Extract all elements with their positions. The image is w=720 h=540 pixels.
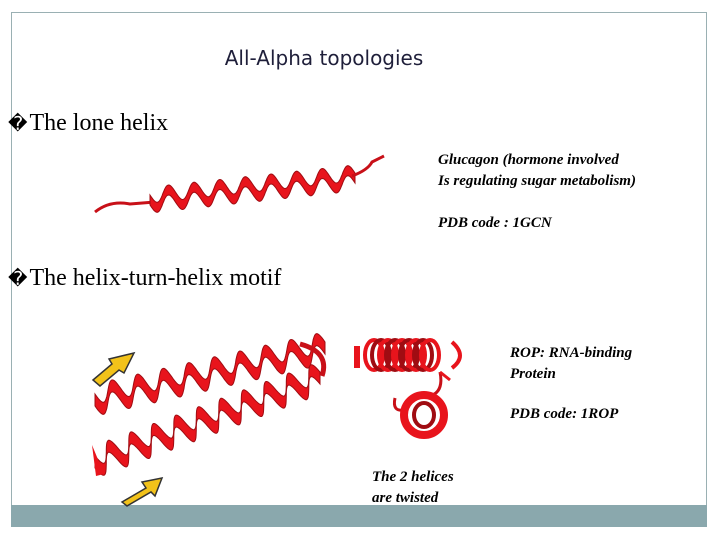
arrow-upper-icon xyxy=(91,351,136,387)
bullet-glyph: � xyxy=(8,113,28,135)
glucagon-pdb-code: PDB code : 1GCN xyxy=(438,215,552,231)
rop-helix-ring xyxy=(405,338,427,372)
rop-helix-ring xyxy=(412,338,434,372)
rop-helix-ring xyxy=(419,338,441,372)
rop-structure-image xyxy=(354,338,462,439)
rop-helix-ring xyxy=(377,338,399,372)
rop-helix-ring xyxy=(370,338,392,372)
rop-line-1: ROP: RNA-binding xyxy=(510,345,633,361)
arrow-lower-icon xyxy=(120,476,164,507)
bullet-lone-helix: �The lone helix xyxy=(8,110,168,137)
bullet-text: The helix-turn-helix motif xyxy=(29,265,282,291)
glucagon-line-2: Is regulating sugar metabolism) xyxy=(438,173,636,189)
rop-helix-ring xyxy=(398,338,420,372)
bullet-glyph: � xyxy=(8,268,28,290)
rop-helix-ring xyxy=(384,338,406,372)
twist-line-1: The 2 helices xyxy=(372,469,454,485)
twist-line-2: are twisted xyxy=(372,490,439,506)
glucagon-line-1: Glucagon (hormone involved xyxy=(438,152,619,168)
bullet-helix-turn-helix: �The helix-turn-helix motif xyxy=(8,265,281,292)
rop-helix-ring xyxy=(363,338,385,372)
footer-bar xyxy=(11,505,707,527)
glucagon-helix-image xyxy=(94,154,385,214)
rop-pdb-code: PDB code: 1ROP xyxy=(510,406,619,422)
glucagon-description: Glucagon (hormone involved Is regulating… xyxy=(438,150,636,192)
bullet-text: The lone helix xyxy=(29,110,169,136)
twist-note: The 2 helices are twisted xyxy=(372,467,454,509)
rop-line-2: Protein xyxy=(510,366,556,382)
rop-description: ROP: RNA-binding Protein xyxy=(510,343,632,385)
slide-title: All-Alpha topologies xyxy=(224,46,424,70)
hth-helix-image xyxy=(92,333,327,476)
rop-helix-ring xyxy=(391,338,413,372)
